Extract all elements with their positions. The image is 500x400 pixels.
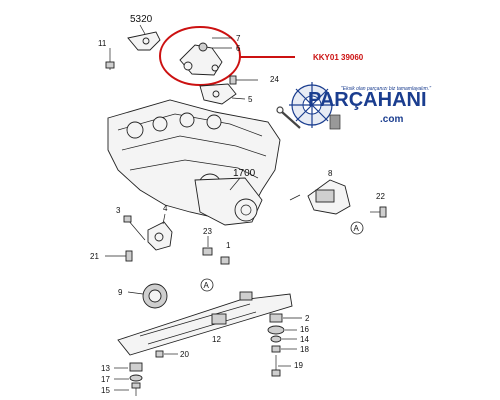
callout-1: 1 xyxy=(226,241,231,250)
ref-a-upper: A xyxy=(354,224,360,233)
callout-22: 22 xyxy=(376,192,385,201)
callout-5320: 5320 xyxy=(130,14,153,25)
callout-17: 17 xyxy=(101,375,110,384)
brand-domain: .com xyxy=(380,114,403,125)
callout-9: 9 xyxy=(118,288,123,297)
bolt-24 xyxy=(229,75,258,85)
callout-2: 2 xyxy=(305,314,310,323)
bushing-2 xyxy=(269,313,283,323)
bolt-11 xyxy=(105,48,115,70)
callout-5: 5 xyxy=(248,95,253,104)
bushing-13 xyxy=(129,362,143,372)
rubber-mount-9 xyxy=(142,283,168,309)
bolt-20 xyxy=(155,350,164,358)
washer-17 xyxy=(129,374,143,382)
ref-a-lower: A xyxy=(204,281,210,290)
callout-7: 7 xyxy=(236,34,241,43)
bracket-5 xyxy=(199,83,237,105)
callout-14: 14 xyxy=(300,335,309,344)
callout-21: 21 xyxy=(90,252,99,261)
washer-14 xyxy=(270,335,282,343)
callout-8: 8 xyxy=(328,169,333,178)
gear-icon xyxy=(289,82,335,128)
brand-tagline: "Eksik olan parçanızı biz tamamlayalım." xyxy=(341,86,431,92)
bolt-1 xyxy=(220,256,230,265)
bolt-15 xyxy=(131,382,141,396)
callout-23: 23 xyxy=(203,227,212,236)
nut-23 xyxy=(202,247,213,256)
nut-18 xyxy=(271,345,281,353)
upper-engine-mount xyxy=(179,42,223,76)
callout-4: 4 xyxy=(163,204,168,213)
bolt-22 xyxy=(370,206,387,218)
transmission-mount-8 xyxy=(289,179,351,215)
callout-16: 16 xyxy=(300,325,309,334)
crossmember-12 xyxy=(117,291,293,356)
callout-12: 12 xyxy=(212,335,221,344)
engine-block xyxy=(107,99,281,226)
bolt-21 xyxy=(105,250,133,262)
callout-20: 20 xyxy=(180,350,189,359)
left-mount-4 xyxy=(147,221,173,251)
callout-24: 24 xyxy=(270,75,279,84)
brand-name: PARÇAHANI xyxy=(308,89,427,111)
callout-11: 11 xyxy=(98,39,107,48)
callout-18: 18 xyxy=(300,345,309,354)
callout-19: 19 xyxy=(294,361,303,370)
wrench-icon xyxy=(276,106,301,129)
callout-15: 15 xyxy=(101,386,110,395)
callout-13: 13 xyxy=(101,364,110,373)
callout-6: 6 xyxy=(236,44,241,53)
callout-1700: 1700 xyxy=(233,168,256,179)
bolt-19 xyxy=(271,355,281,377)
highlight-part-number: KKY01 39060 xyxy=(313,53,364,62)
washer-16 xyxy=(267,325,285,335)
piston-icon xyxy=(329,114,341,130)
callout-3: 3 xyxy=(116,206,121,215)
bracket-5320 xyxy=(127,31,161,51)
bolt-3 xyxy=(123,215,146,241)
parcahani-logo: PARÇAHANI .com "Eksik olan parçanızı biz… xyxy=(276,82,431,130)
